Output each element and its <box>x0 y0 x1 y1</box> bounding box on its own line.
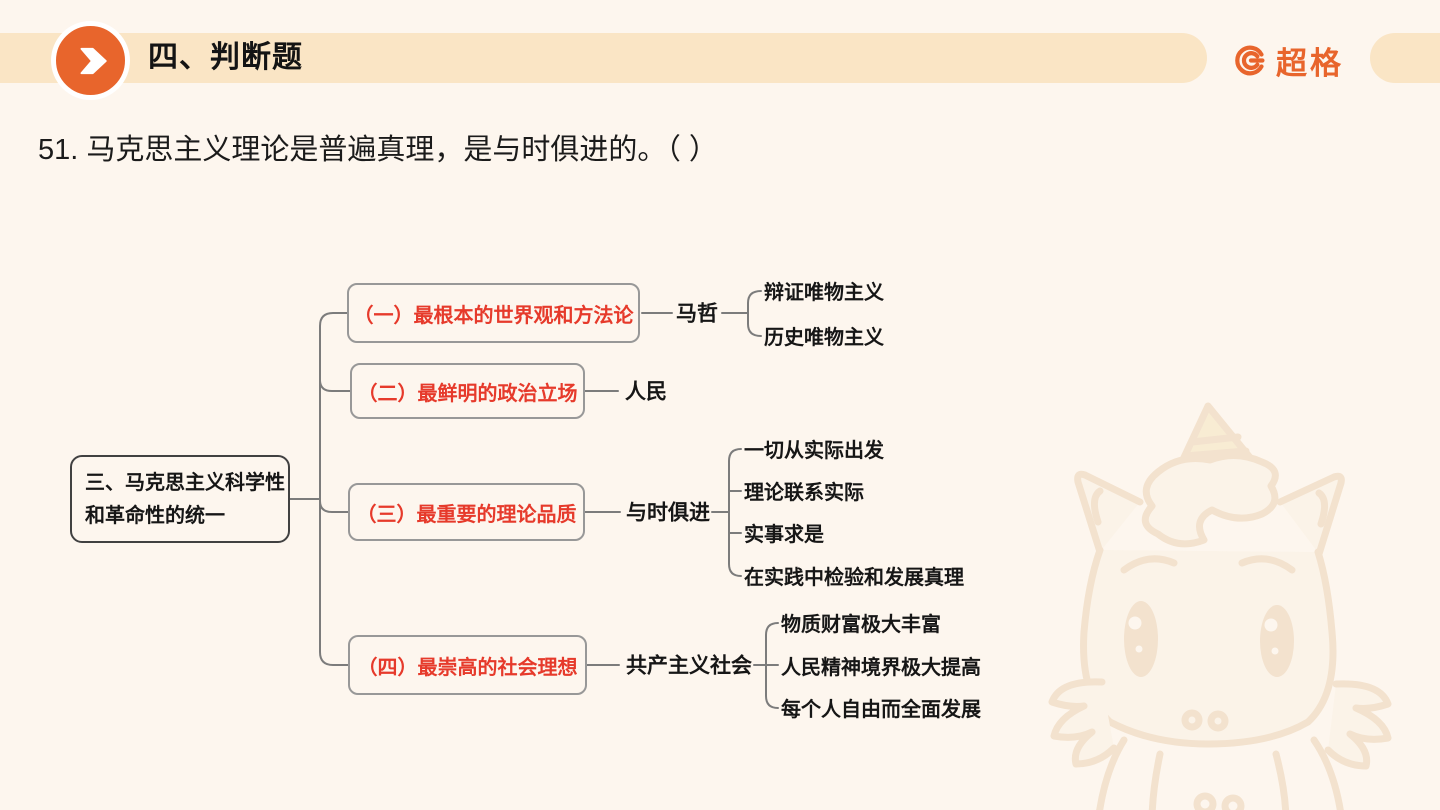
root-node-line2: 和革命性的统一 <box>85 505 225 527</box>
header-banner-right-cap <box>1370 33 1440 83</box>
branch-4-item-3: 每个人自由而全面发展 <box>781 698 981 721</box>
unicorn-mascot-watermark <box>1048 402 1392 810</box>
brand-logo: 超格 <box>1234 42 1344 81</box>
branch-2-box: （二）最鲜明的政治立场 <box>350 363 585 419</box>
branch-3-box: （三）最重要的理论品质 <box>348 483 585 541</box>
branch-2-label: （二）最鲜明的政治立场 <box>357 382 578 405</box>
branch-3-item-2: 理论联系实际 <box>744 481 864 504</box>
branch-3-item-4: 在实践中检验和发展真理 <box>744 566 964 589</box>
section-badge <box>51 21 130 100</box>
branch-4-item-2: 人民精神境界极大提高 <box>781 656 981 679</box>
question-text: 51. 马克思主义理论是普遍真理，是与时俱进的。（ ） <box>38 134 718 166</box>
branch-3-label: （三）最重要的理论品质 <box>356 503 577 526</box>
branch-4-box: （四）最崇高的社会理想 <box>348 635 587 695</box>
branch-2-node: 人民 <box>625 380 667 404</box>
branch-1-item-2: 历史唯物主义 <box>764 326 884 349</box>
brand-g-icon <box>1235 45 1265 75</box>
branch-3-node: 与时俱进 <box>626 501 710 525</box>
branch-1-item-1: 辩证唯物主义 <box>764 281 884 304</box>
branch-1-box: （一）最根本的世界观和方法论 <box>347 283 640 343</box>
branch-4-item-1: 物质财富极大丰富 <box>781 613 941 636</box>
root-node: 三、马克思主义科学性 和革命性的统一 <box>70 455 290 543</box>
branch-3-item-3: 实事求是 <box>744 523 824 546</box>
header-banner <box>0 33 1207 83</box>
brand-name: 超格 <box>1276 45 1344 81</box>
branch-4-label: （四）最崇高的社会理想 <box>357 656 578 679</box>
branch-3-item-1: 一切从实际出发 <box>744 439 884 462</box>
branch-4-node: 共产主义社会 <box>626 654 752 678</box>
root-node-line1: 三、马克思主义科学性 <box>85 472 285 494</box>
branch-1-label: （一）最根本的世界观和方法论 <box>353 304 634 327</box>
chevron-right-icon <box>80 47 107 74</box>
branch-1-node: 马哲 <box>676 302 718 326</box>
section-title: 四、判断题 <box>148 41 303 74</box>
